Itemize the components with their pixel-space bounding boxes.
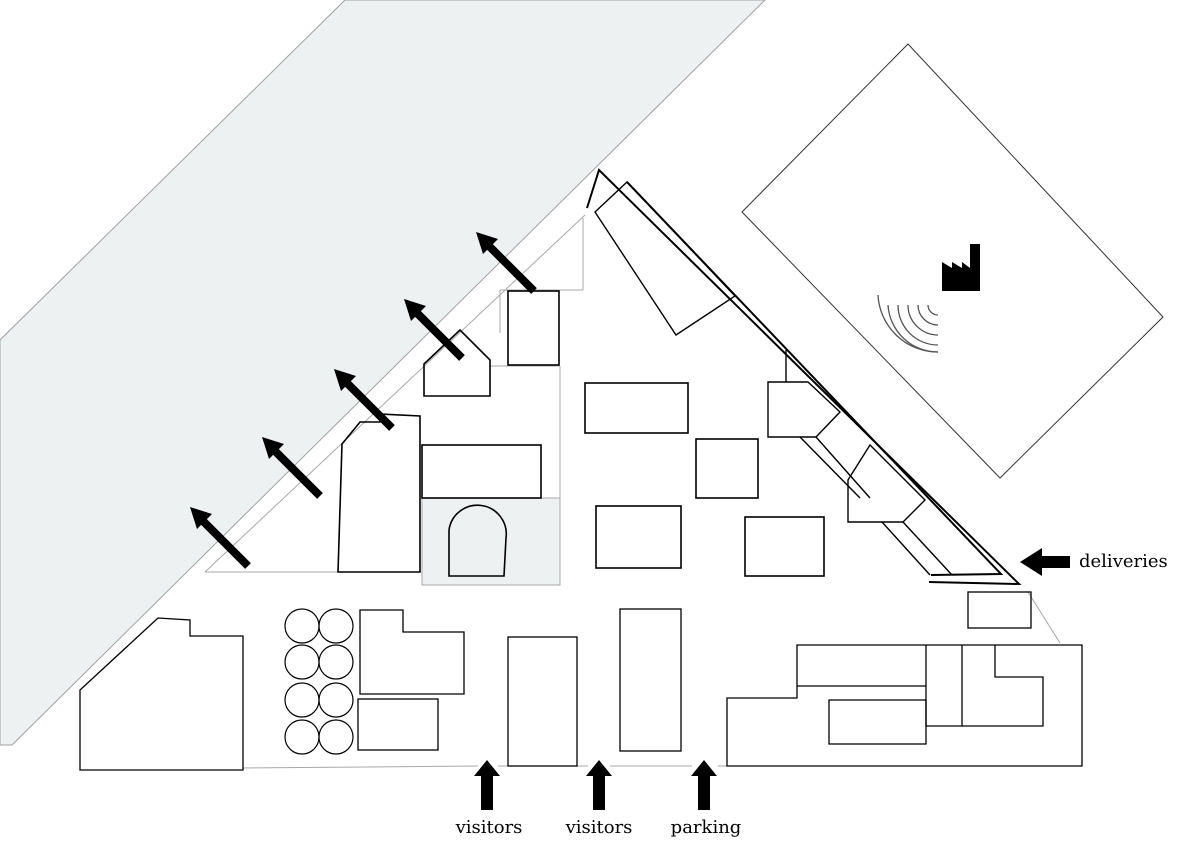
river-front-building	[337, 413, 421, 573]
deliveries-arrow-icon	[1020, 548, 1070, 576]
parking-arrow-icon	[691, 760, 717, 810]
central-buildings	[421, 290, 825, 577]
storage-tanks	[284, 608, 354, 755]
parking-label: parking	[671, 817, 742, 838]
river-arrow-4-icon	[404, 299, 465, 361]
river-arrow-1-icon	[190, 507, 251, 569]
river	[0, 0, 766, 746]
factory-icon	[942, 244, 980, 291]
river-arrow-3-icon	[334, 369, 395, 431]
river-arrow-2-icon	[262, 437, 323, 499]
visitors-label-2: visitors	[565, 817, 633, 838]
factory-plot	[741, 43, 1164, 479]
triangle-wall	[586, 168, 1022, 586]
visitors-arrow-2-icon	[586, 760, 612, 810]
deliveries-label: deliveries	[1079, 551, 1168, 572]
courtyard	[421, 497, 561, 586]
river-arrows	[190, 232, 537, 569]
noise-waves-icon	[877, 294, 939, 353]
bottom-buildings	[79, 591, 1083, 771]
visitors-arrow-1-icon	[474, 760, 500, 810]
visitors-label-1: visitors	[455, 817, 523, 838]
entry-arrows	[474, 760, 717, 810]
river-arrow-5-icon	[476, 232, 537, 294]
wall-buildings	[594, 181, 953, 576]
